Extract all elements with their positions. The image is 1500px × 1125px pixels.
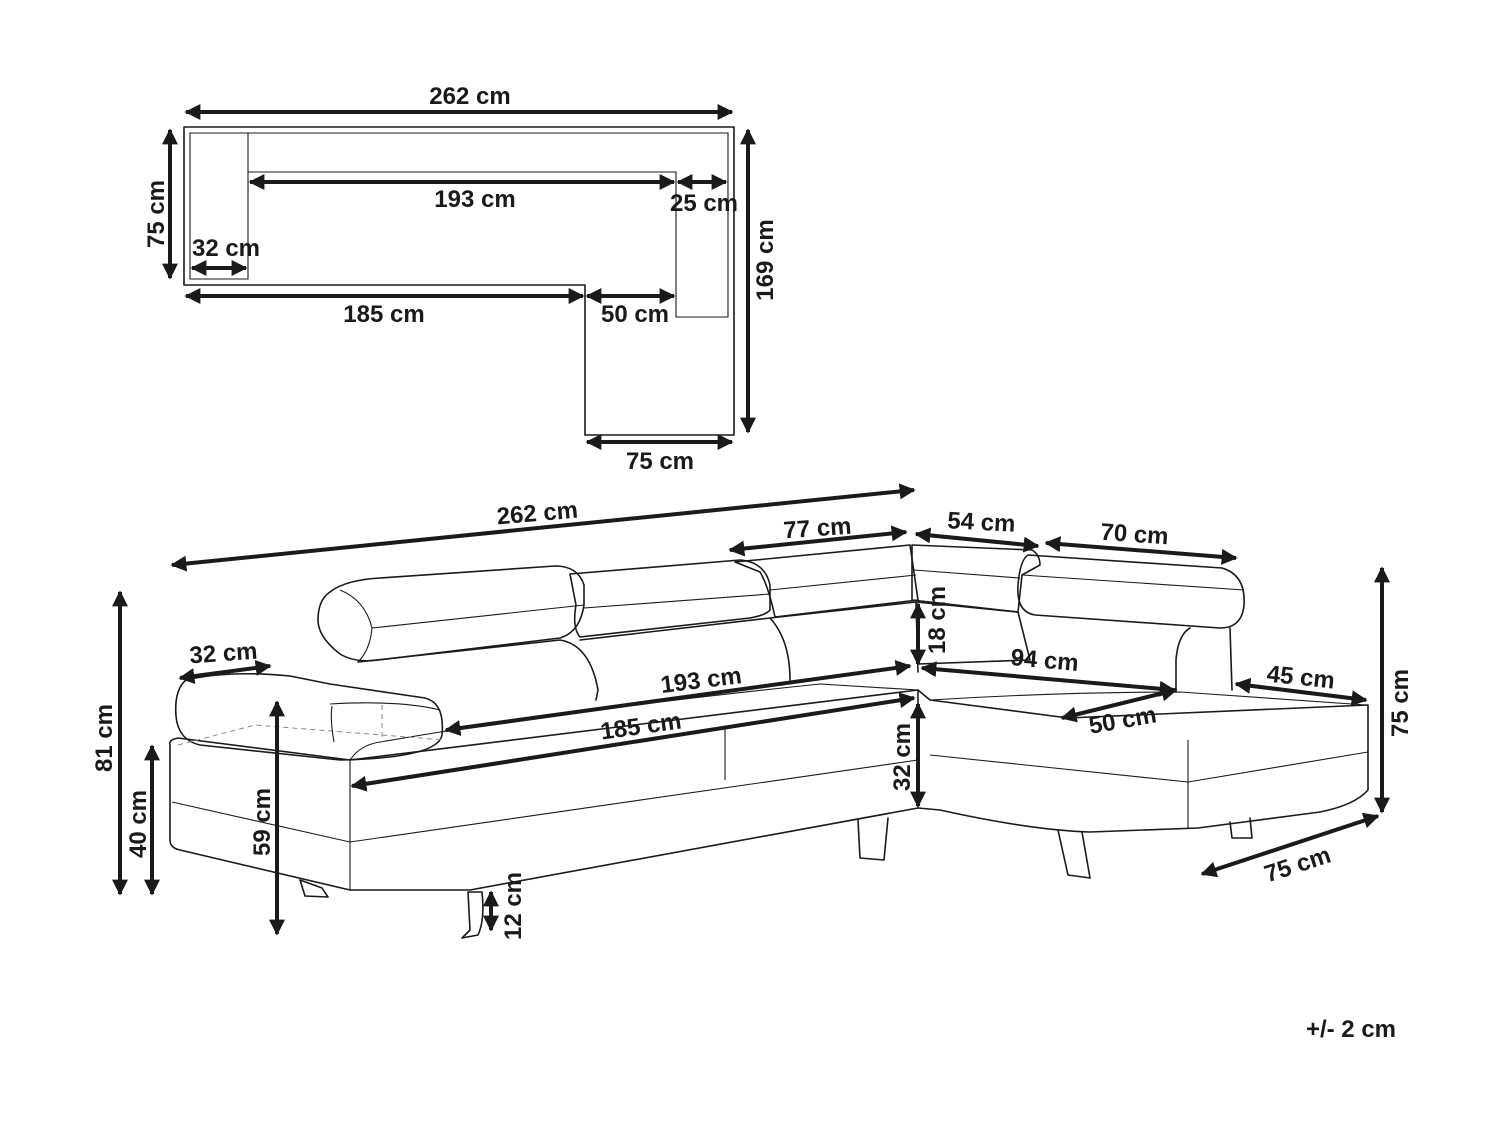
label-side-59: 59 cm (249, 788, 276, 856)
label-top-169: 169 cm (752, 219, 779, 300)
dim-side-32-arm (178, 659, 272, 685)
center-headrest (569, 559, 771, 638)
dim-side-50 (1060, 685, 1178, 723)
label-side-40: 40 cm (125, 790, 152, 858)
tolerance-note: +/- 2 cm (1306, 1016, 1396, 1043)
label-side-81: 81 cm (91, 704, 118, 772)
label-top-75-left: 75 cm (143, 180, 170, 248)
sofa-base (168, 689, 919, 891)
label-side-12: 12 cm (500, 872, 527, 940)
left-armrest (174, 672, 444, 761)
top-view-backrest (189, 132, 729, 318)
chaise-base (917, 689, 1369, 833)
label-side-32-back: 32 cm (889, 723, 916, 791)
label-side-32-arm: 32 cm (189, 638, 259, 670)
label-side-54: 54 cm (947, 507, 1016, 538)
label-side-185: 185 cm (599, 708, 683, 746)
sofa-leg (461, 891, 484, 939)
perspective-view: 262 cm 77 cm 54 cm 70 cm 18 cm 32 cm 193… (91, 483, 1414, 940)
dim-side-185 (350, 692, 916, 792)
sofa-leg (857, 817, 889, 861)
dim-side-54 (914, 527, 1040, 553)
label-side-75-width: 75 cm (1261, 842, 1334, 889)
label-side-75-height: 75 cm (1387, 669, 1414, 737)
top-view-outline (183, 126, 735, 436)
label-side-77: 77 cm (783, 513, 853, 545)
label-top-50: 50 cm (601, 301, 669, 328)
sofa-leg (299, 879, 329, 898)
label-top-262: 262 cm (429, 83, 510, 110)
chaise-headrest (1017, 554, 1245, 629)
dim-side-75-width (1200, 812, 1380, 878)
dim-side-262 (170, 483, 916, 572)
top-view: 262 cm 193 cm 25 cm 75 cm 32 cm 169 cm 1… (143, 83, 779, 475)
label-side-18: 18 cm (924, 586, 951, 654)
label-side-94: 94 cm (1010, 644, 1080, 677)
left-headrest (317, 565, 585, 662)
label-top-32: 32 cm (192, 235, 260, 262)
label-top-193: 193 cm (434, 186, 515, 213)
dim-side-45 (1234, 677, 1368, 707)
dim-side-77 (728, 525, 908, 557)
right-back-headrest (734, 544, 919, 618)
dim-side-70 (1044, 536, 1238, 565)
label-top-75-bottom: 75 cm (626, 448, 694, 475)
label-top-185: 185 cm (343, 301, 424, 328)
label-side-70: 70 cm (1100, 519, 1170, 551)
label-top-25: 25 cm (670, 190, 738, 217)
sofa-leg (1057, 829, 1091, 879)
label-side-50: 50 cm (1087, 701, 1159, 739)
